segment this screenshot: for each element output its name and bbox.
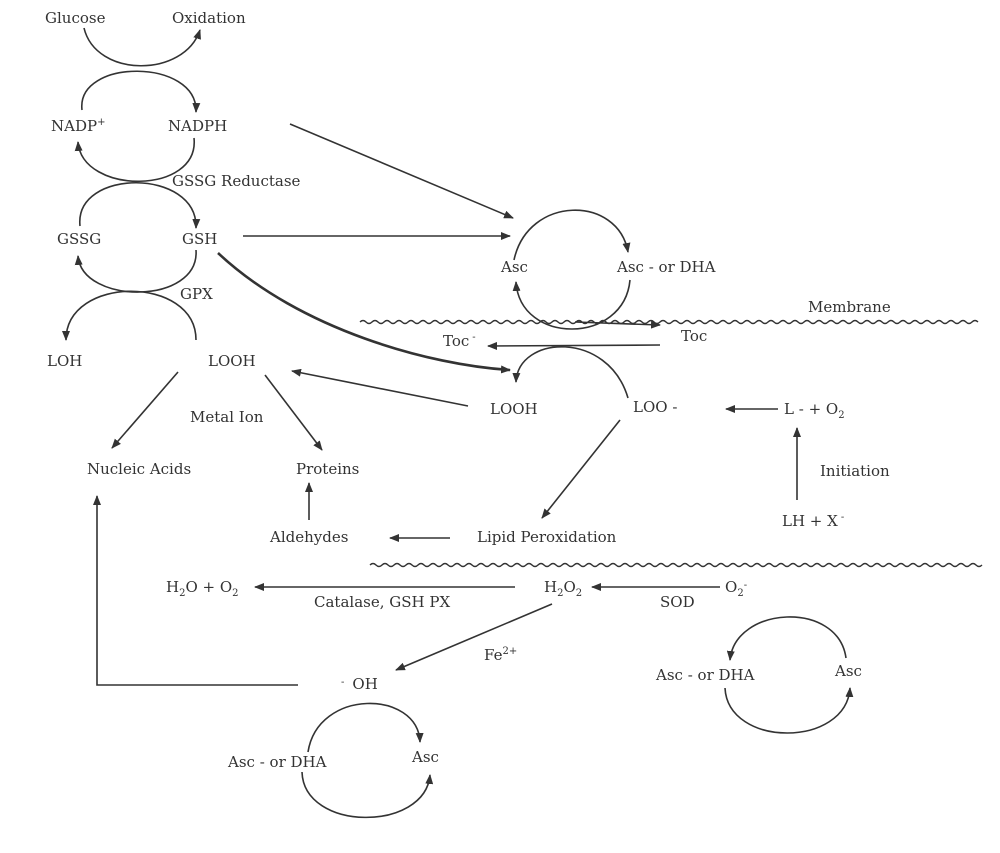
label-lh-x: LH + X-	[782, 512, 844, 530]
label-nucleic-acids: Nucleic Acids	[87, 460, 191, 478]
arc-loo-cycle	[512, 345, 629, 399]
label-initiation: Initiation	[820, 462, 890, 480]
arrow-h2o2-hydroxyl	[395, 603, 553, 671]
label-asc-dha-bottom: Asc - or DHA	[227, 753, 327, 771]
label-nadp: NADP+	[51, 117, 105, 135]
arrow-gsh-membrane	[217, 252, 511, 374]
label-loo-radical: LOO -	[633, 398, 677, 416]
arrows-layer	[62, 27, 854, 819]
label-membrane: Membrane	[808, 298, 891, 316]
label-nadph: NADPH	[168, 117, 227, 135]
arc-asc-bottom-upper	[307, 702, 424, 753]
label-asc-top: Asc	[500, 258, 528, 276]
label-fe2: Fe2+	[484, 646, 517, 664]
label-metal-ion: Metal Ion	[190, 408, 264, 426]
arc-oxidation-nadph	[81, 70, 201, 113]
label-looh-membrane: LOOH	[490, 400, 538, 418]
label-gpx: GPX	[180, 285, 213, 303]
label-superoxide: O2-	[725, 578, 747, 599]
labels-layer: Glucose Oxidation NADP+ NADPH GSSG Reduc…	[45, 9, 891, 771]
label-asc-dha-top: Asc - or DHA	[616, 258, 716, 276]
arc-asc-right-lower	[724, 687, 854, 734]
label-gsh: GSH	[182, 230, 217, 248]
arc-asc-bottom-lower	[301, 771, 434, 819]
label-oxidation: Oxidation	[172, 9, 246, 27]
arc-asc-right-upper	[726, 616, 847, 661]
label-aldehydes: Aldehydes	[269, 528, 348, 546]
arrow-glucose-oxidation	[83, 27, 201, 67]
arrow-asc-toc	[574, 320, 661, 329]
label-h2o-o2: H2O + O2	[166, 578, 239, 599]
label-glucose: Glucose	[45, 9, 106, 27]
arc-gssg-gsh	[79, 181, 201, 229]
arrow-toc-tocradical	[487, 341, 661, 350]
arrow-loo-lipidperox	[541, 419, 621, 519]
label-looh: LOOH	[208, 352, 256, 370]
label-loh: LOH	[47, 352, 82, 370]
label-hydroxyl: -OH	[341, 675, 378, 693]
arc-asc-top-upper	[513, 209, 631, 261]
label-proteins: Proteins	[296, 460, 359, 478]
label-toc: Toc	[681, 327, 707, 345]
label-asc-right: Asc	[834, 662, 862, 680]
arrow-hydroxyl-nucleic	[93, 495, 298, 686]
label-l-radical-o2: L - + O2	[784, 400, 845, 421]
arc-asc-top-lower	[512, 279, 631, 330]
arc-looh-loh	[62, 290, 197, 341]
arc-gsh-gssg	[74, 249, 197, 293]
label-lipid-peroxidation: Lipid Peroxidation	[477, 528, 617, 546]
arrow-membrane-looh	[291, 368, 469, 407]
membrane-line-top	[359, 319, 979, 325]
label-catalase: Catalase, GSH PX	[314, 593, 450, 611]
arrow-looh-proteins	[264, 374, 323, 451]
label-toc-radical: Toc-	[443, 332, 476, 350]
membrane-line-bottom	[369, 562, 983, 568]
label-h2o2: H2O2	[544, 578, 582, 599]
arrow-looh-nucleic	[111, 371, 179, 449]
arc-nadph-nadp	[74, 137, 195, 183]
label-sod: SOD	[660, 593, 695, 611]
arrow-nadph-asc	[289, 123, 514, 219]
label-asc-bottom: Asc	[411, 748, 439, 766]
label-gssg-reductase: GSSG Reductase	[172, 172, 301, 190]
label-asc-dha-right: Asc - or DHA	[655, 666, 755, 684]
label-gssg: GSSG	[57, 230, 101, 248]
